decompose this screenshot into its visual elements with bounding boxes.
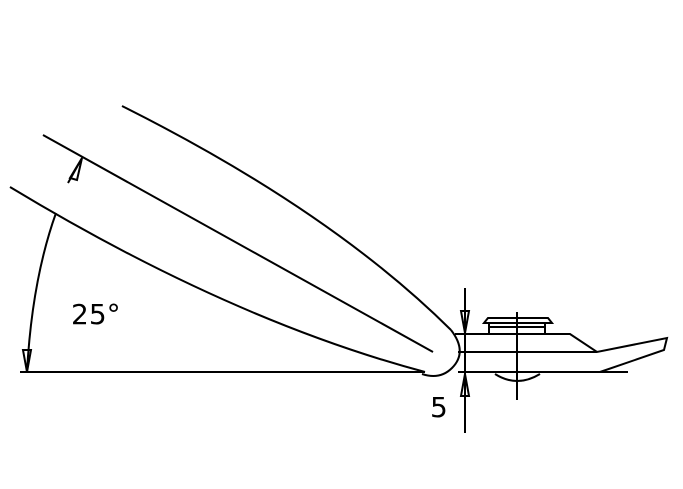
handle-center-line	[42, 134, 434, 353]
dimension-arrow-up-icon	[459, 373, 471, 397]
angle-label: 25°	[71, 298, 121, 331]
angle-arrow-icon	[21, 349, 33, 373]
jaw-outline	[455, 333, 669, 373]
dimension-arrow-down-icon	[459, 310, 471, 334]
dimension-label: 5	[430, 391, 448, 424]
angle-arc	[26, 212, 57, 373]
handle-offset-arrow-icon	[67, 157, 83, 184]
handle-tip-round	[421, 329, 461, 377]
handle-lower-edge	[9, 186, 426, 373]
handle-upper-edge	[121, 105, 452, 331]
